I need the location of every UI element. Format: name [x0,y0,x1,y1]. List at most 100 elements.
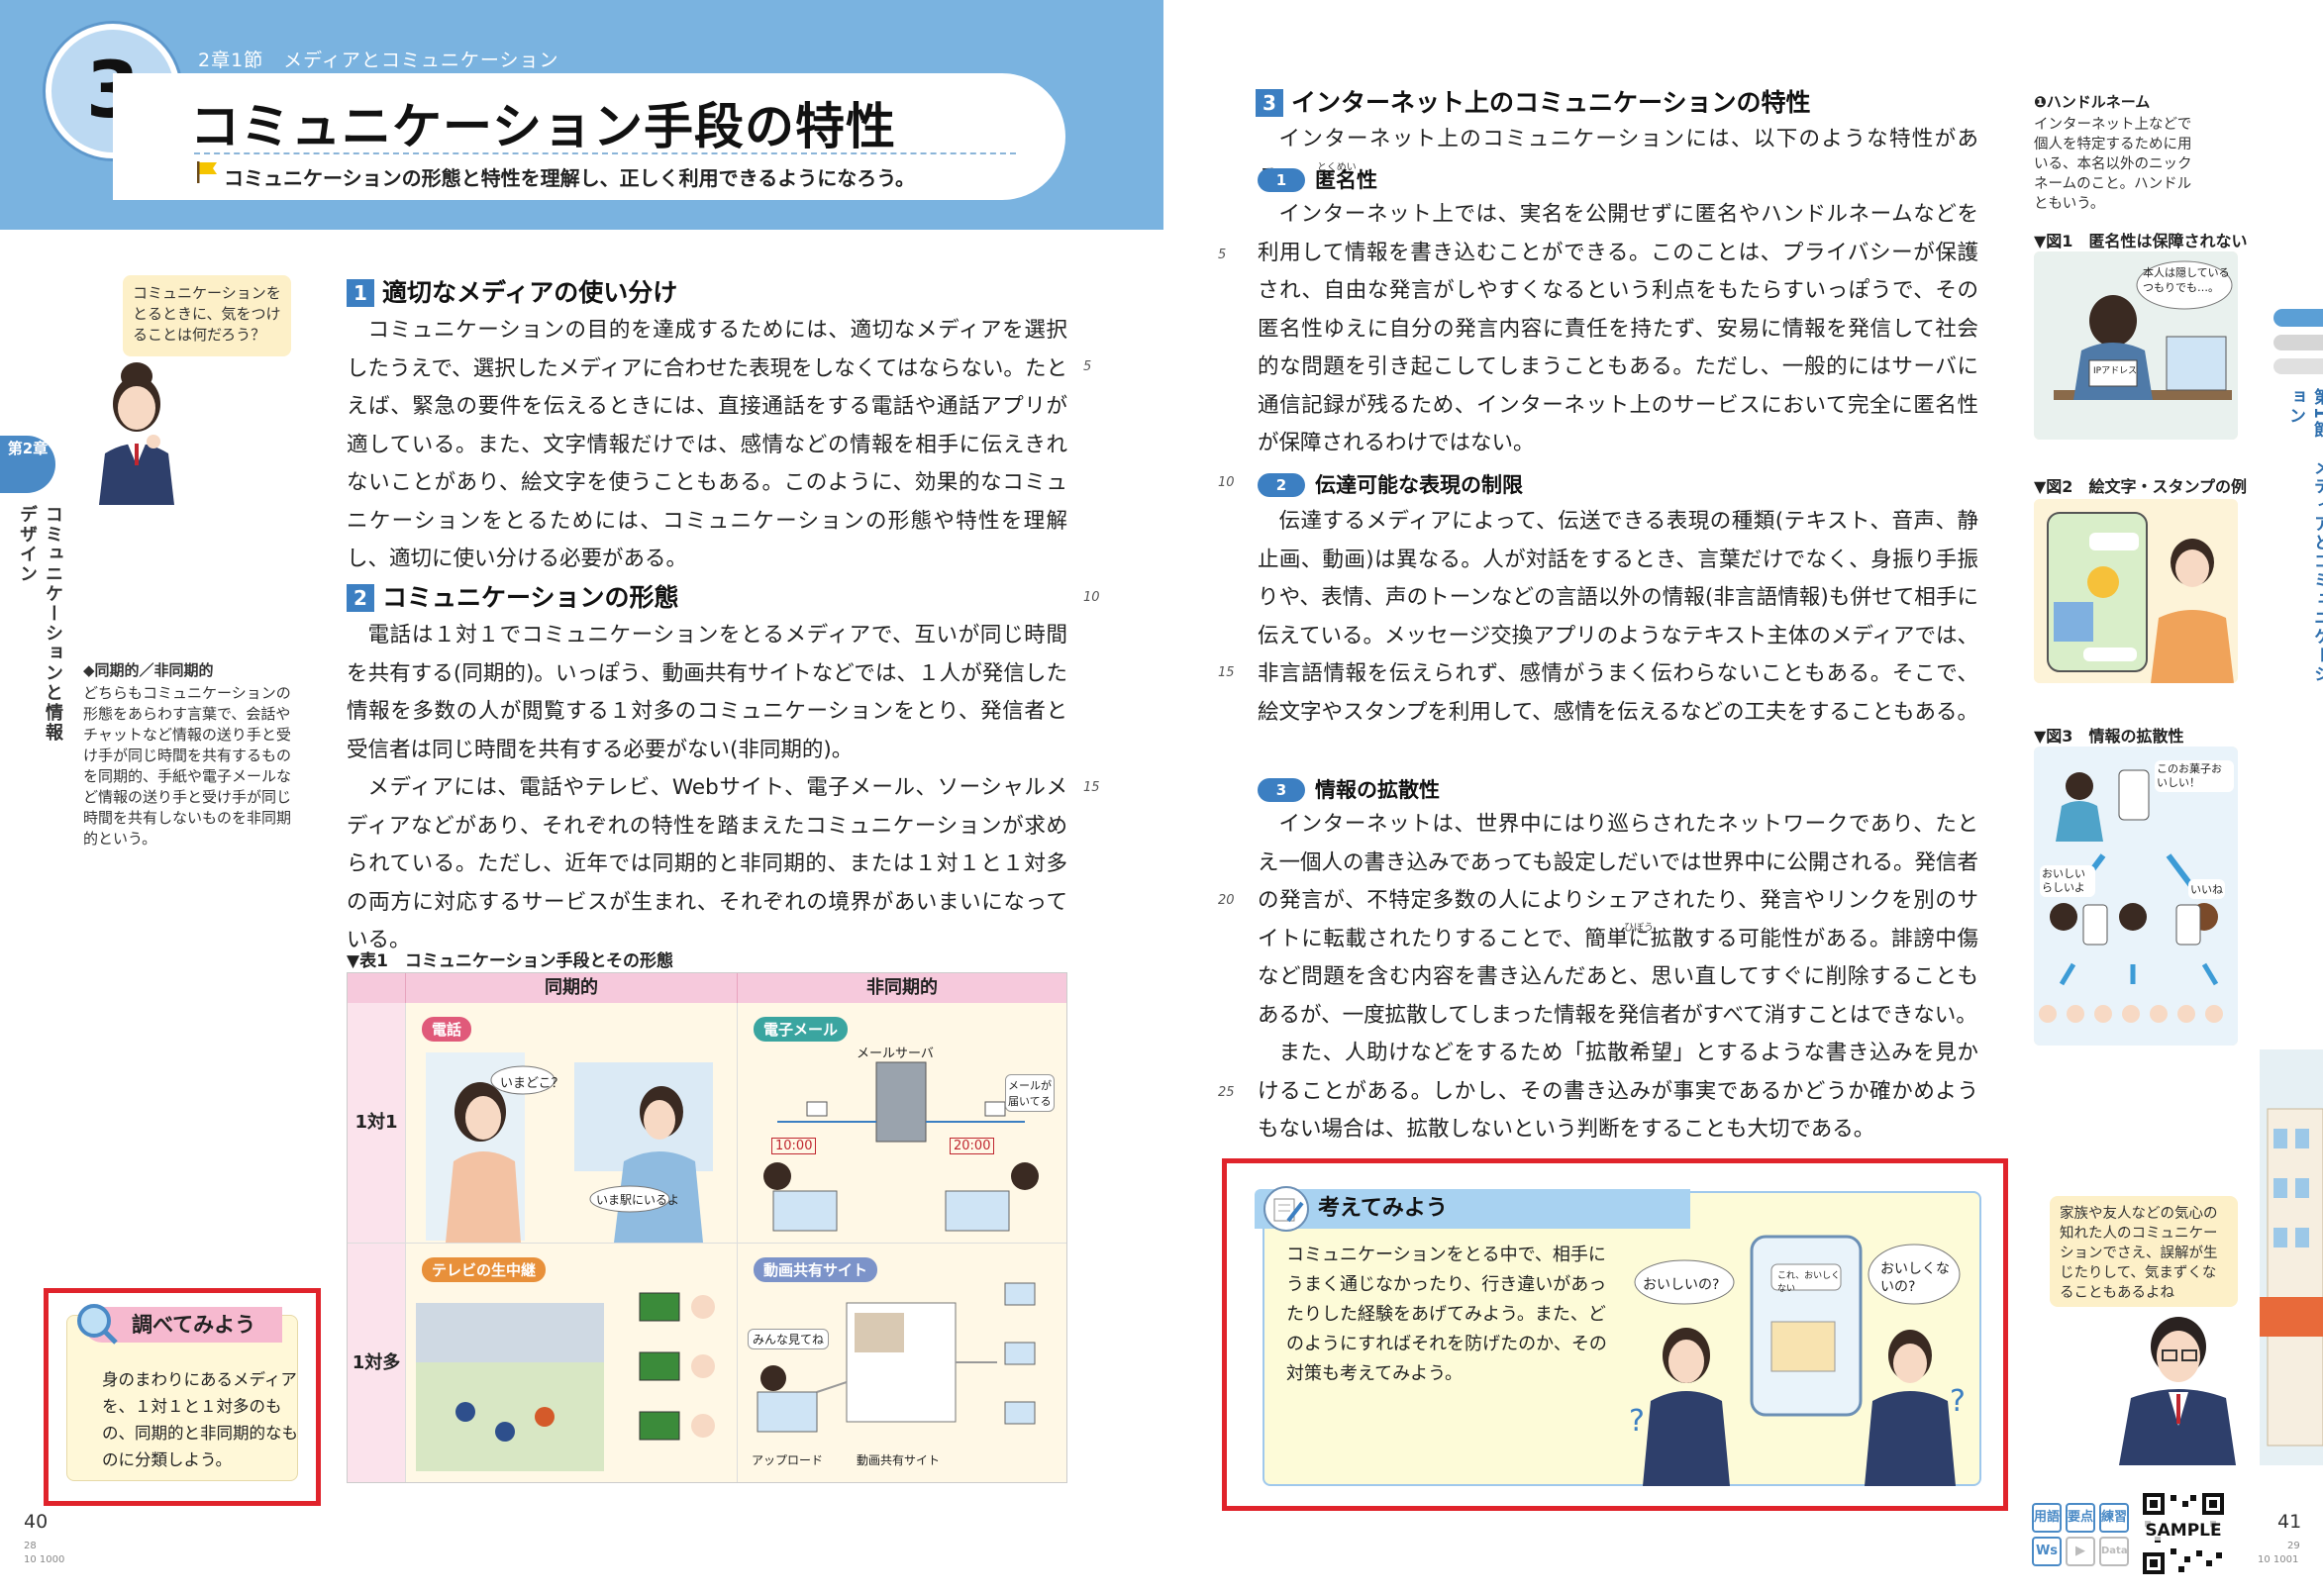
phone-call-illustration [426,1052,713,1243]
bubble-text: メールが届いてる [1005,1074,1055,1112]
figure2-caption: ▼図2 絵文字・スタンプの例 [2034,477,2247,496]
glossary-icon[interactable]: 用語 [2032,1503,2062,1533]
sub3-title: 情報の拡散性 [1315,778,1440,802]
time-label: 20:00 [950,1138,995,1154]
think-box: 考えてみよう コミュニケーションをとる中で、相手にうまく通じなかったり、行き違い… [1222,1158,2008,1511]
think-heading: 考えてみよう [1255,1189,1690,1229]
line-number: 5 [1218,248,1227,262]
research-body: 身のまわりにあるメディアを、１対１と１対多のもの、同期的と非同期的なものに分類し… [102,1370,298,1469]
pencil-note-icon [1263,1186,1309,1232]
table-cell-video: 動画共有サイト みんな見てね アップロード 動画共有サイト [737,1243,1066,1482]
margin-note-heading: ◆同期的／非同期的 [83,661,214,679]
worksheet-icon[interactable]: Ws [2032,1537,2062,1566]
table-cell-phone: 電話 いまどこ？ いま駅にいるよ [405,1003,737,1243]
cell-tag: 動画共有サイト [754,1257,878,1282]
table-row-header: 1対多 [348,1243,405,1482]
table-cell-email: 電子メール メールサーバ メールが届いてる 10:00 20:00 [737,1003,1066,1243]
section1-body: コミュニケーションの目的を達成するためには、適切なメディアを選択したうえで、選択… [347,312,1067,579]
practice-icon[interactable]: 練習 [2099,1503,2129,1533]
section-side-tab [2273,358,2323,374]
site-label: 動画共有サイト [857,1453,941,1467]
misunderstanding-illustration: ? ? [1629,1235,1966,1486]
bubble-text: 本人は隠しているつもりでも…。 [2143,266,2230,294]
bubble-text: おいしいの? [1643,1277,1720,1293]
line-number: 25 [1218,1085,1235,1100]
bubble-text: いまどこ？ [500,1076,564,1091]
cell-tag: 電子メール [754,1017,849,1042]
ruby-text: とくめい [1317,162,1357,173]
line-number: 20 [1218,893,1235,908]
time-label: 10:00 [771,1138,817,1154]
section2-number: 2 [347,584,374,612]
section2-paragraph1: 電話は１対１でコミュニケーションをとるメディアで、互いが同じ時間を共有する(同期… [347,623,1067,762]
bubble-text: いま駅にいるよ [596,1193,680,1207]
communication-table: 同期的 非同期的 1対1 1対多 電話 いまどこ？ いま駅にいるよ 電子メール … [347,972,1067,1483]
table-caption: ▼表1 コミュニケーション手段とその形態 [347,951,674,971]
table-cell-tv: テレビの生中継 [405,1243,737,1482]
page-title: コミュニケーション手段の特性 [190,98,896,155]
teacher-illustration [2119,1317,2236,1465]
play-icon[interactable]: ▶ [2066,1537,2095,1566]
table-col-header: 非同期的 [737,973,1066,1003]
figure2 [2034,499,2238,683]
line-number: 10 [1083,590,1100,605]
svg-text:?: ? [1950,1384,1966,1419]
table-corner [348,973,405,1003]
margin-note-body: インターネット上などで個人を特定するために用いる、本名以外のニックネームのこと。… [2034,117,2192,212]
question-bubble: コミュニケーションをとるときに、気をつけることは何だろう？ [123,275,291,356]
page-number-left: 40 [24,1511,49,1533]
table-col-header: 同期的 [405,973,737,1003]
ruby-text: ひぼう [1624,923,1654,934]
section1-paragraph: コミュニケーションの目的を達成するためには、適切なメディアを選択したうえで、選択… [347,318,1067,571]
section-vertical-title: 第1節 メディアとコミュニケーション [2285,388,2323,684]
phone-message: これ、おいしくない [1777,1271,1841,1294]
tv-broadcast-illustration [416,1292,715,1471]
upload-label: アップロード [752,1453,824,1467]
section2-body: 電話は１対１でコミュニケーションをとるメディアで、互いが同じ時間を共有する(同期… [347,617,1067,960]
section-side-tab [2273,335,2323,350]
teacher-bubble: 家族や友人などの気心の知れた人のコミュニケーションでさえ、誤解が生じたりして、気… [2050,1196,2238,1307]
bubble-text: みんな見てね [748,1329,830,1349]
sub3-paragraph2: また、人助けなどをするため「拡散希望」とするような書き込みを見かけることがある。… [1258,1041,1978,1142]
sub1-number: 1 [1258,168,1305,192]
line-number: 15 [1083,780,1100,795]
research-box: 調べてみよう 身のまわりにあるメディアを、１対１と１対多のもの、同期的と非同期的… [44,1288,321,1506]
title-divider [194,152,1016,154]
building-illustration [2260,1049,2323,1465]
data-icon[interactable]: Data [2099,1537,2129,1566]
figure3: このお菓子おいしい！ おいしいらしいよ いいね [2034,747,2238,1046]
figure3-caption: ▼図3 情報の拡散性 [2034,727,2184,746]
page-code: 10 1000 [24,1554,65,1565]
sub3-body: インターネットは、世界中にはり巡らされたネットワークであり、たとえ一個人の書き込… [1258,806,1978,1149]
think-body: コミュニケーションをとる中で、相手にうまく通じなかったり、行き違いがあったりした… [1286,1245,1607,1384]
page-subtitle: コミュニケーションの形態と特性を理解し、正しく利用できるようになろう。 [224,166,915,190]
margin-note-heading: ❶ハンドルネーム [2034,93,2151,111]
bubble-text: おいしいらしいよ [2040,865,2095,897]
section3-title: インターネット上のコミュニケーションの特性 [1291,88,1811,117]
section2-paragraph2: メディアには、電話やテレビ、Webサイト、電子メール、ソーシャルメディアなどがあ… [347,775,1067,952]
line-number: 5 [1083,359,1092,374]
bubble-text: おいしくないの? [1880,1261,1950,1295]
line-number: 10 [1218,475,1235,490]
magnifier-icon [77,1304,118,1345]
bubble-text: いいね [2188,879,2225,899]
line-number: 15 [1218,665,1235,680]
anonymity-illustration [2034,251,2238,440]
section-side-tab [2273,309,2323,327]
key-points-icon[interactable]: 要点 [2066,1503,2095,1533]
page-code: 29 [2287,1541,2300,1551]
sample-stamp: SAMPLE [2141,1521,2226,1541]
section-label: 2章1節 メディアとコミュニケーション [198,50,559,71]
sub1-paragraph: インターネット上では、実名を公開せずに匿名やハンドルネームなどを利用して情報を書… [1258,202,1978,455]
chapter-side-tab: 第2章 [0,436,55,493]
sub3-number: 3 [1258,778,1305,802]
page-code: 10 1001 [2258,1554,2299,1565]
margin-note-body: どちらもコミュニケーションの形態をあらわす言葉で、会話やチャットなど情報の送り手… [83,684,292,848]
school-building-icon [2260,1108,2323,1446]
sub3-heading: 3 情報の拡散性 [1258,774,1440,804]
research-box-inner [66,1315,298,1481]
student-girl-illustration [99,362,174,505]
